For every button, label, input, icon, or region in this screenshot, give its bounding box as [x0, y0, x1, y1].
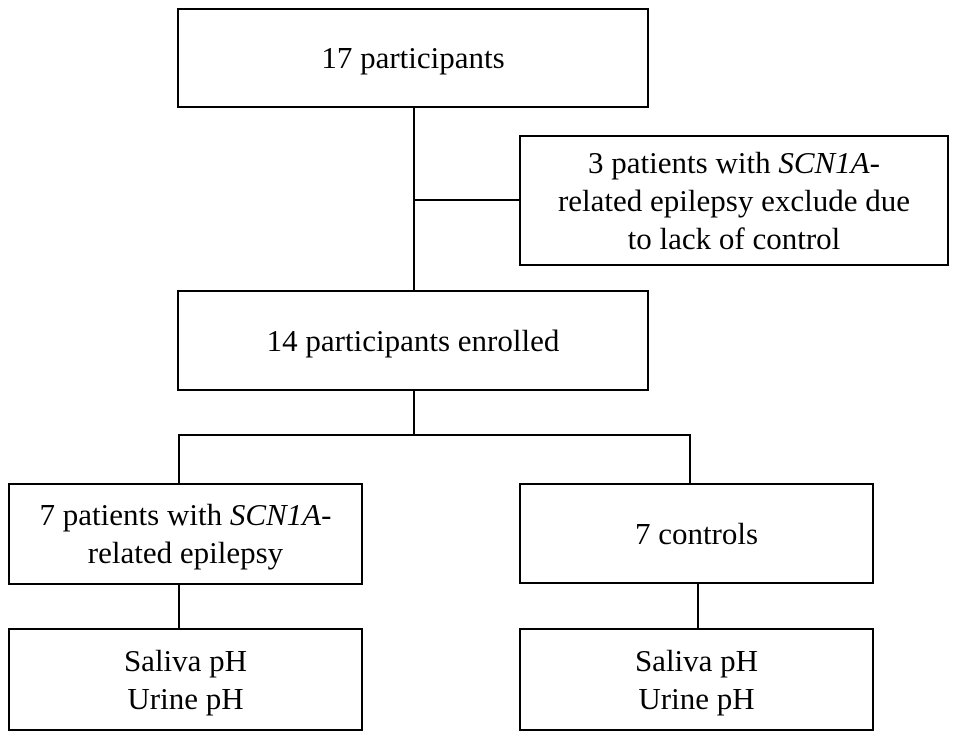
excluded-text: 3 patients with SCN1A- related epilepsy … [558, 144, 910, 258]
gene-name: SCN1A [229, 497, 322, 532]
connector-to-controls [689, 434, 691, 484]
connector-to-patients [178, 434, 180, 484]
patients-measure-saliva: Saliva pH [123, 642, 248, 678]
patients-measure-urine: Urine pH [127, 680, 244, 716]
gene-name: SCN1A [778, 144, 870, 180]
controls-measure-urine: Urine pH [638, 680, 755, 716]
box-controls: 7 controls [519, 483, 874, 584]
controls-measure-saliva: Saliva pH [634, 642, 759, 678]
patients-line-1: 7 patients with SCN1A- [39, 497, 332, 532]
patients-measures-text: Saliva pH Urine pH [124, 642, 247, 718]
connector-controls-to-measures [697, 583, 699, 629]
controls-text: 7 controls [634, 515, 759, 551]
box-enrolled: 14 participants enrolled [177, 290, 649, 391]
box-patients-measures: Saliva pH Urine pH [8, 628, 363, 731]
excluded-line-1: 3 patients with SCN1A- [588, 144, 880, 180]
connector-split [178, 434, 691, 436]
connector-patients-to-measures [178, 584, 180, 629]
total-participants-text: 17 participants [321, 40, 505, 75]
patients-text: 7 patients with SCN1A- related epilepsy [40, 496, 332, 572]
excluded-line-3: to lack of control [627, 220, 841, 256]
box-controls-measures: Saliva pH Urine pH [519, 628, 874, 731]
connector-enrolled-down [413, 390, 415, 436]
controls-measures-text: Saliva pH Urine pH [635, 642, 758, 718]
enrolled-text: 14 participants enrolled [266, 322, 560, 358]
patients-line-2: related epilepsy [87, 535, 284, 570]
box-excluded: 3 patients with SCN1A- related epilepsy … [519, 135, 949, 266]
box-total-participants: 17 participants [177, 8, 649, 108]
connector-to-excluded [413, 199, 521, 201]
box-patients: 7 patients with SCN1A- related epilepsy [8, 483, 363, 585]
excluded-line-2: related epilepsy exclude due [557, 182, 911, 218]
